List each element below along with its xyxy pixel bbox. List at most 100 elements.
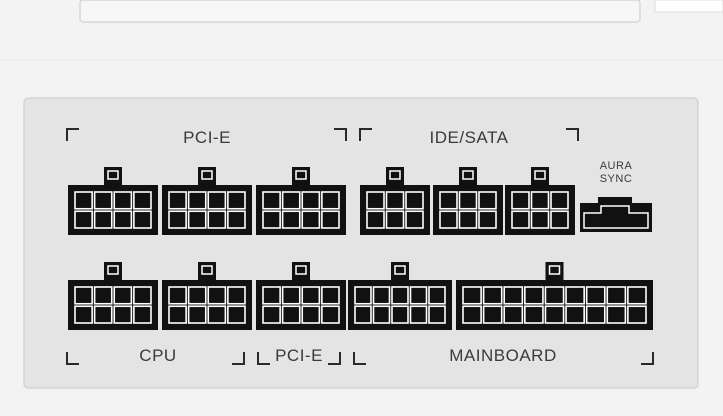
connector-pin: [544, 305, 565, 324]
connector-pin: [354, 305, 372, 324]
connector-pin: [524, 286, 544, 305]
connector-pin: [281, 210, 301, 229]
connector-pin: [550, 191, 569, 210]
connector-pin: [113, 191, 133, 210]
connector-pin: [187, 286, 207, 305]
connector-pin: [187, 305, 207, 324]
connector-pin: [168, 210, 187, 229]
connector-pin: [565, 286, 585, 305]
connector-pin: [227, 305, 246, 324]
connector-pin: [585, 305, 606, 324]
connector-pin: [133, 305, 152, 324]
connector-pin: [524, 305, 544, 324]
connector-latch: [391, 262, 409, 282]
connector-latch: [292, 167, 310, 187]
bottom-connector-row: [68, 262, 653, 330]
connector-pin: [281, 305, 301, 324]
connector-pin: [391, 286, 409, 305]
connector-pin: [439, 210, 458, 229]
connector-pin: [262, 191, 281, 210]
connector-pin: [372, 286, 391, 305]
connector-pin: [227, 286, 246, 305]
connector-pin: [301, 191, 321, 210]
connector-pin: [439, 191, 458, 210]
connector-pin: [113, 210, 133, 229]
connector-body: [348, 280, 452, 330]
connector-pin: [405, 210, 424, 229]
connector-pin: [281, 191, 301, 210]
connector-latch: [386, 167, 404, 187]
connector-pin: [168, 305, 187, 324]
connector-pin: [585, 286, 606, 305]
sata-connector-2: [433, 167, 503, 235]
connector-pin: [428, 305, 446, 324]
connector-pin: [74, 210, 93, 229]
connector-pin: [168, 286, 187, 305]
latch-window: [201, 170, 213, 180]
connector-pin: [458, 210, 478, 229]
connector-body: [68, 280, 158, 330]
connector-latch: [531, 167, 549, 187]
connector-pin: [187, 210, 207, 229]
connector-pin: [74, 191, 93, 210]
aura-sync-connector: [580, 197, 652, 232]
connector-pin: [511, 210, 530, 229]
connector-pin: [321, 286, 340, 305]
connector-pin: [530, 191, 550, 210]
connector-pin: [354, 286, 372, 305]
pcie-bottom-label: PCI-E: [275, 346, 323, 365]
top-right-corner: [654, 0, 723, 13]
latch-window: [534, 170, 546, 180]
connector-latch: [104, 167, 122, 187]
mainboard-connector-large: [456, 262, 653, 330]
connector-pin: [385, 210, 405, 229]
cpu-label: CPU: [139, 346, 177, 365]
connector-pin: [606, 286, 627, 305]
pcie-connector-1: [68, 167, 158, 235]
connector-pin: [74, 305, 93, 324]
connector-latch: [104, 262, 122, 282]
connector-pin: [482, 286, 503, 305]
cpu-connector: [68, 262, 158, 330]
connector-pin: [409, 305, 428, 324]
connector-pin: [405, 191, 424, 210]
connector-body: [505, 185, 575, 235]
connector-pin: [482, 305, 503, 324]
connector-pin: [321, 305, 340, 324]
pcie-connector-3: [256, 167, 346, 235]
connector-pin: [462, 286, 482, 305]
connector-pin: [113, 286, 133, 305]
aura-sync-label: AURA SYNC: [600, 160, 633, 186]
connector-latch: [459, 167, 477, 187]
connector-pin: [503, 286, 524, 305]
connector-pin: [301, 305, 321, 324]
connector-pin: [503, 305, 524, 324]
latch-window: [548, 265, 561, 275]
connector-pin: [133, 210, 152, 229]
connector-pin: [627, 286, 647, 305]
connector-body: [162, 185, 252, 235]
connector-pin: [187, 191, 207, 210]
latch-window: [107, 265, 119, 275]
latch-window: [295, 170, 307, 180]
connector-pin: [207, 191, 227, 210]
connector-pin: [458, 191, 478, 210]
connector-pin: [530, 210, 550, 229]
connector-pin: [93, 305, 113, 324]
label-brackets: [66, 128, 654, 365]
connector-pin: [262, 305, 281, 324]
cpu-pcie-connector: [162, 262, 252, 330]
connector-body: [360, 185, 430, 235]
connector-body: [433, 185, 503, 235]
connector-pin: [227, 191, 246, 210]
connector-pin: [550, 210, 569, 229]
connector-pin: [366, 210, 385, 229]
latch-window: [462, 170, 474, 180]
connector-pin: [544, 286, 565, 305]
mainboard-label: MAINBOARD: [449, 346, 557, 365]
connector-pin: [301, 286, 321, 305]
mainboard-connector-small: [348, 262, 452, 330]
connector-pin: [391, 305, 409, 324]
connector-pin: [133, 191, 152, 210]
